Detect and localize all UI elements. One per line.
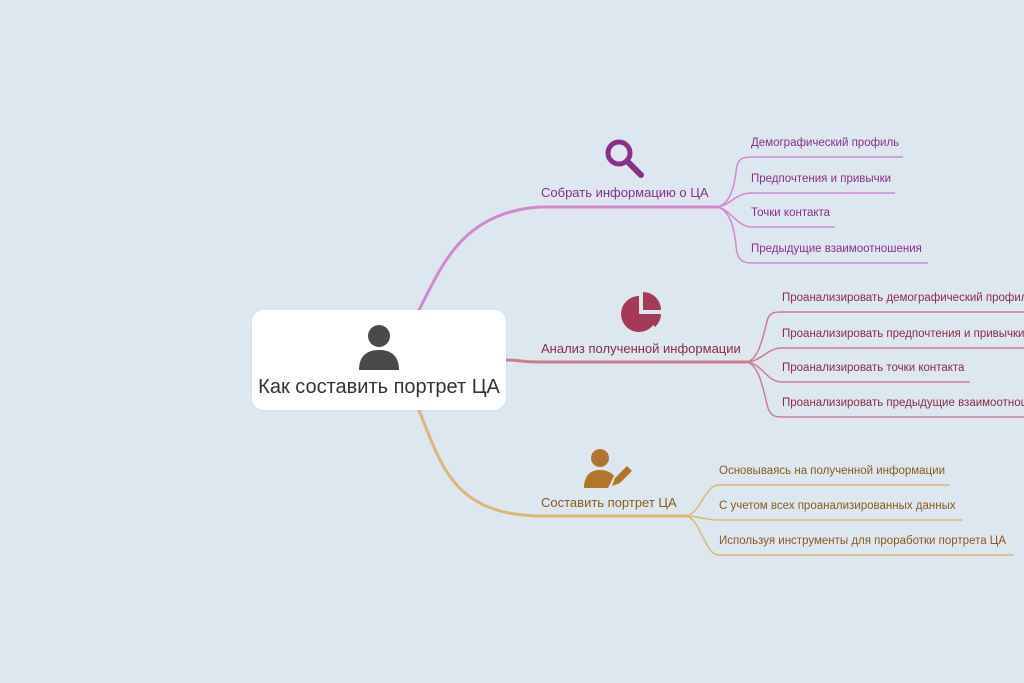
pie-chart-icon — [621, 292, 661, 332]
branch-2-leaf-connector — [744, 311, 1024, 363]
root-to-branch-1-connector — [416, 205, 720, 313]
branch-1-leaf-connector — [714, 206, 928, 264]
root-title: Как составить портрет ЦА — [258, 376, 500, 398]
branch-1-item-2[interactable]: Предпочтения и привычки — [751, 173, 892, 185]
branch-2-item-2[interactable]: Проанализировать предпочтения и привычки — [782, 328, 1024, 340]
user-icon — [359, 325, 399, 370]
branch-3-leaf-connector — [684, 515, 962, 521]
branch-3-item-3[interactable]: Используя инструменты для проработки пор… — [719, 535, 1006, 547]
branch-1-item-3[interactable]: Точки контакта — [751, 207, 831, 219]
branch-2-item-3[interactable]: Проанализировать точки контакта — [782, 362, 965, 374]
branch-2-item-1[interactable]: Проанализировать демографический профиль — [782, 292, 1024, 304]
root-to-branch-2-connector — [504, 358, 748, 364]
root-node[interactable]: Как составить портрет ЦА — [252, 310, 506, 410]
branch-1-label[interactable]: Собрать информацию о ЦА — [541, 185, 709, 200]
branch-2-leaf-connector — [744, 361, 1024, 418]
branch-2-item-4[interactable]: Проанализировать предыдущие взаимоотноше… — [782, 397, 1024, 409]
branch-1-leaf-connector — [714, 192, 895, 208]
branch-3-leaf-connector — [684, 515, 1014, 556]
branch-1-leaf-connector — [714, 156, 903, 208]
branch-1-item-1[interactable]: Демографический профиль — [751, 137, 900, 149]
user-edit-icon — [584, 449, 632, 488]
root-to-branch-3-connector — [416, 407, 688, 518]
branch-2-label[interactable]: Анализ полученной информации — [541, 341, 741, 356]
branch-3-item-1[interactable]: Основываясь на полученной информации — [719, 465, 945, 477]
branch-3-leaf-connector — [684, 484, 950, 517]
branch-1-item-4[interactable]: Предыдущие взаимоотношения — [751, 243, 922, 255]
branch-3-item-2[interactable]: С учетом всех проанализированных данных — [719, 500, 956, 512]
search-icon — [605, 139, 644, 178]
branch-3-label[interactable]: Составить портрет ЦА — [541, 495, 677, 510]
branch-2-leaf-connector — [744, 347, 1024, 363]
